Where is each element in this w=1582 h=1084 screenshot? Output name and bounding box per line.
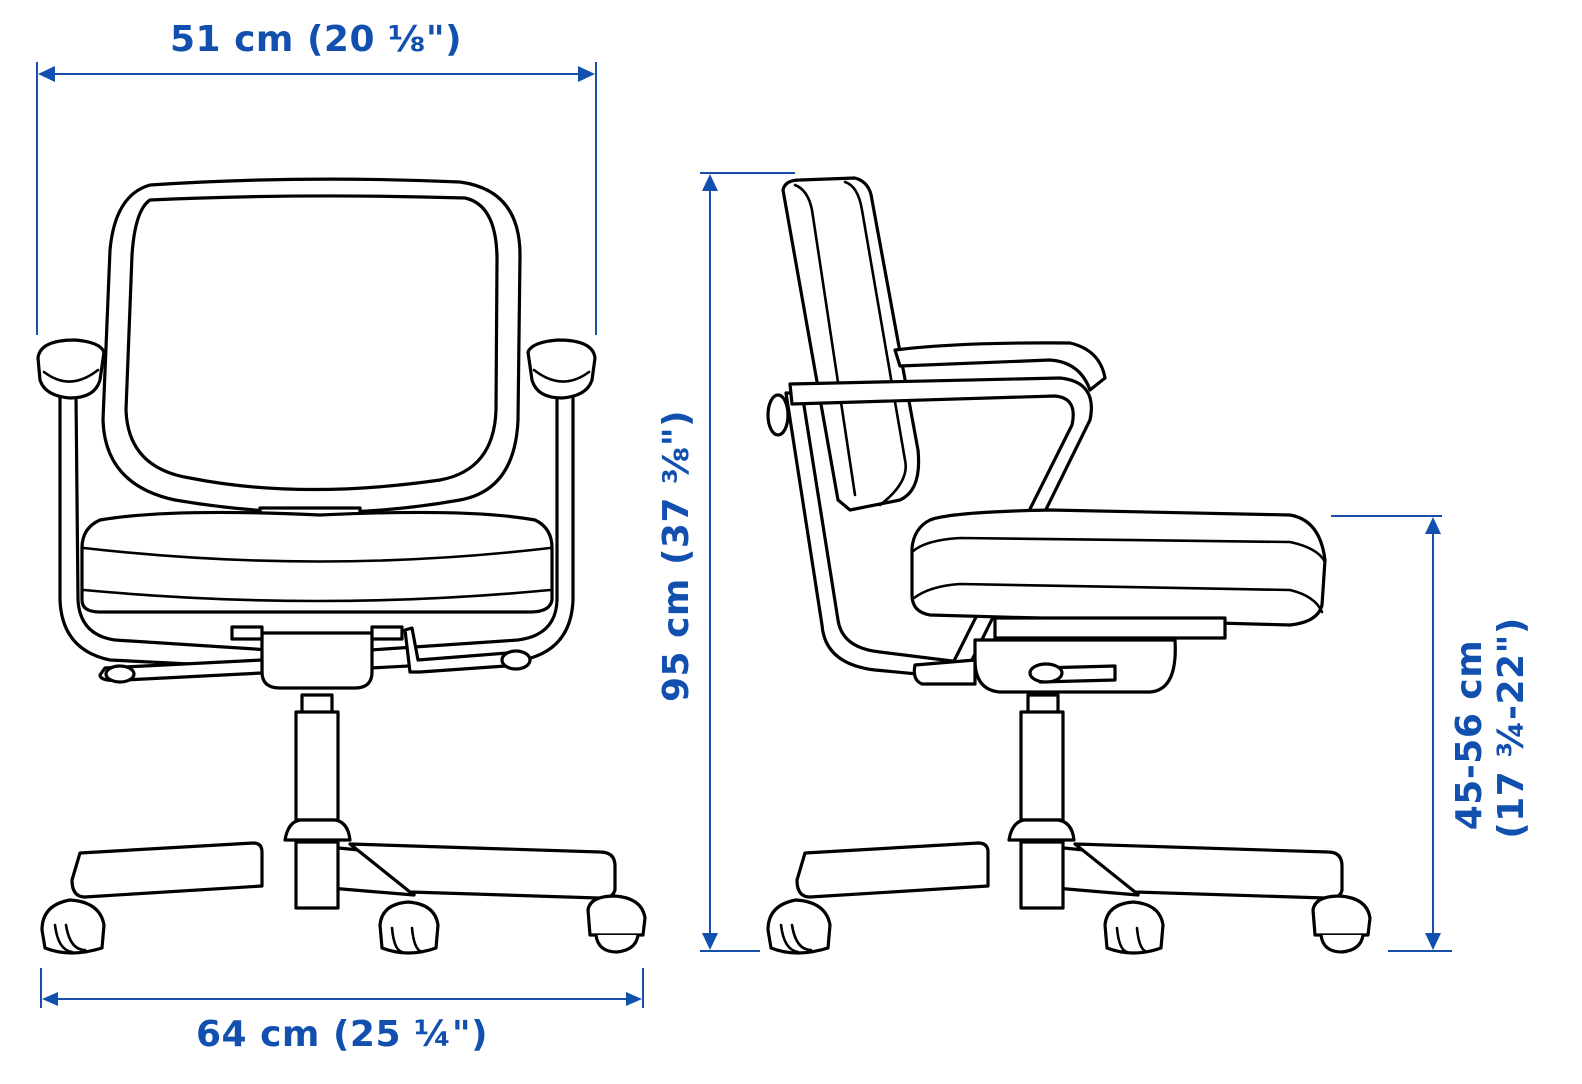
- seat-plate: [993, 616, 1227, 640]
- caster: [766, 898, 832, 955]
- chair-side-view: [766, 176, 1372, 955]
- armrest-right: [526, 338, 597, 400]
- caster: [40, 898, 106, 955]
- lever-right: [403, 626, 522, 674]
- adjustment-knob: [766, 393, 790, 437]
- arrow-up-icon: [1425, 517, 1441, 534]
- caster: [586, 894, 647, 954]
- seat-mechanism: [260, 631, 374, 690]
- gas-cylinder: [1019, 710, 1065, 822]
- dimension-seat-height: [1331, 515, 1452, 952]
- arrow-left-icon: [38, 66, 55, 82]
- gas-cylinder: [294, 710, 340, 822]
- base-hub: [294, 840, 340, 910]
- base-leg: [70, 841, 264, 899]
- base-leg: [795, 841, 990, 899]
- width-base-label: 64 cm (25 ¼"): [195, 1014, 489, 1055]
- armrest-left: [36, 338, 106, 400]
- chair-front-view: [36, 177, 647, 955]
- total-height-label: 95 cm (37 ⅜"): [656, 409, 697, 703]
- arrow-right-icon: [626, 992, 642, 1006]
- seat-side: [910, 508, 1327, 627]
- backrest-side: [781, 176, 921, 512]
- arrow-left-icon: [42, 992, 58, 1006]
- caster: [378, 900, 440, 955]
- dimension-height-total: [700, 172, 795, 952]
- seat-height-label-inch: (17 ¾-22"): [1491, 617, 1532, 839]
- seat-height-label-cm: 45-56 cm: [1449, 639, 1490, 831]
- arrow-down-icon: [702, 933, 718, 950]
- arrow-up-icon: [702, 174, 718, 191]
- base-hub: [1019, 840, 1065, 910]
- arrow-right-icon: [578, 66, 595, 82]
- dimension-width-arms: [36, 62, 597, 335]
- arrow-down-icon: [1425, 933, 1441, 950]
- armrest-side: [893, 341, 1107, 392]
- caster: [1311, 894, 1372, 954]
- caster: [1103, 900, 1165, 955]
- dimension-width-base: [40, 968, 644, 1008]
- width-arms-label: 51 cm (20 ⅛"): [169, 19, 463, 60]
